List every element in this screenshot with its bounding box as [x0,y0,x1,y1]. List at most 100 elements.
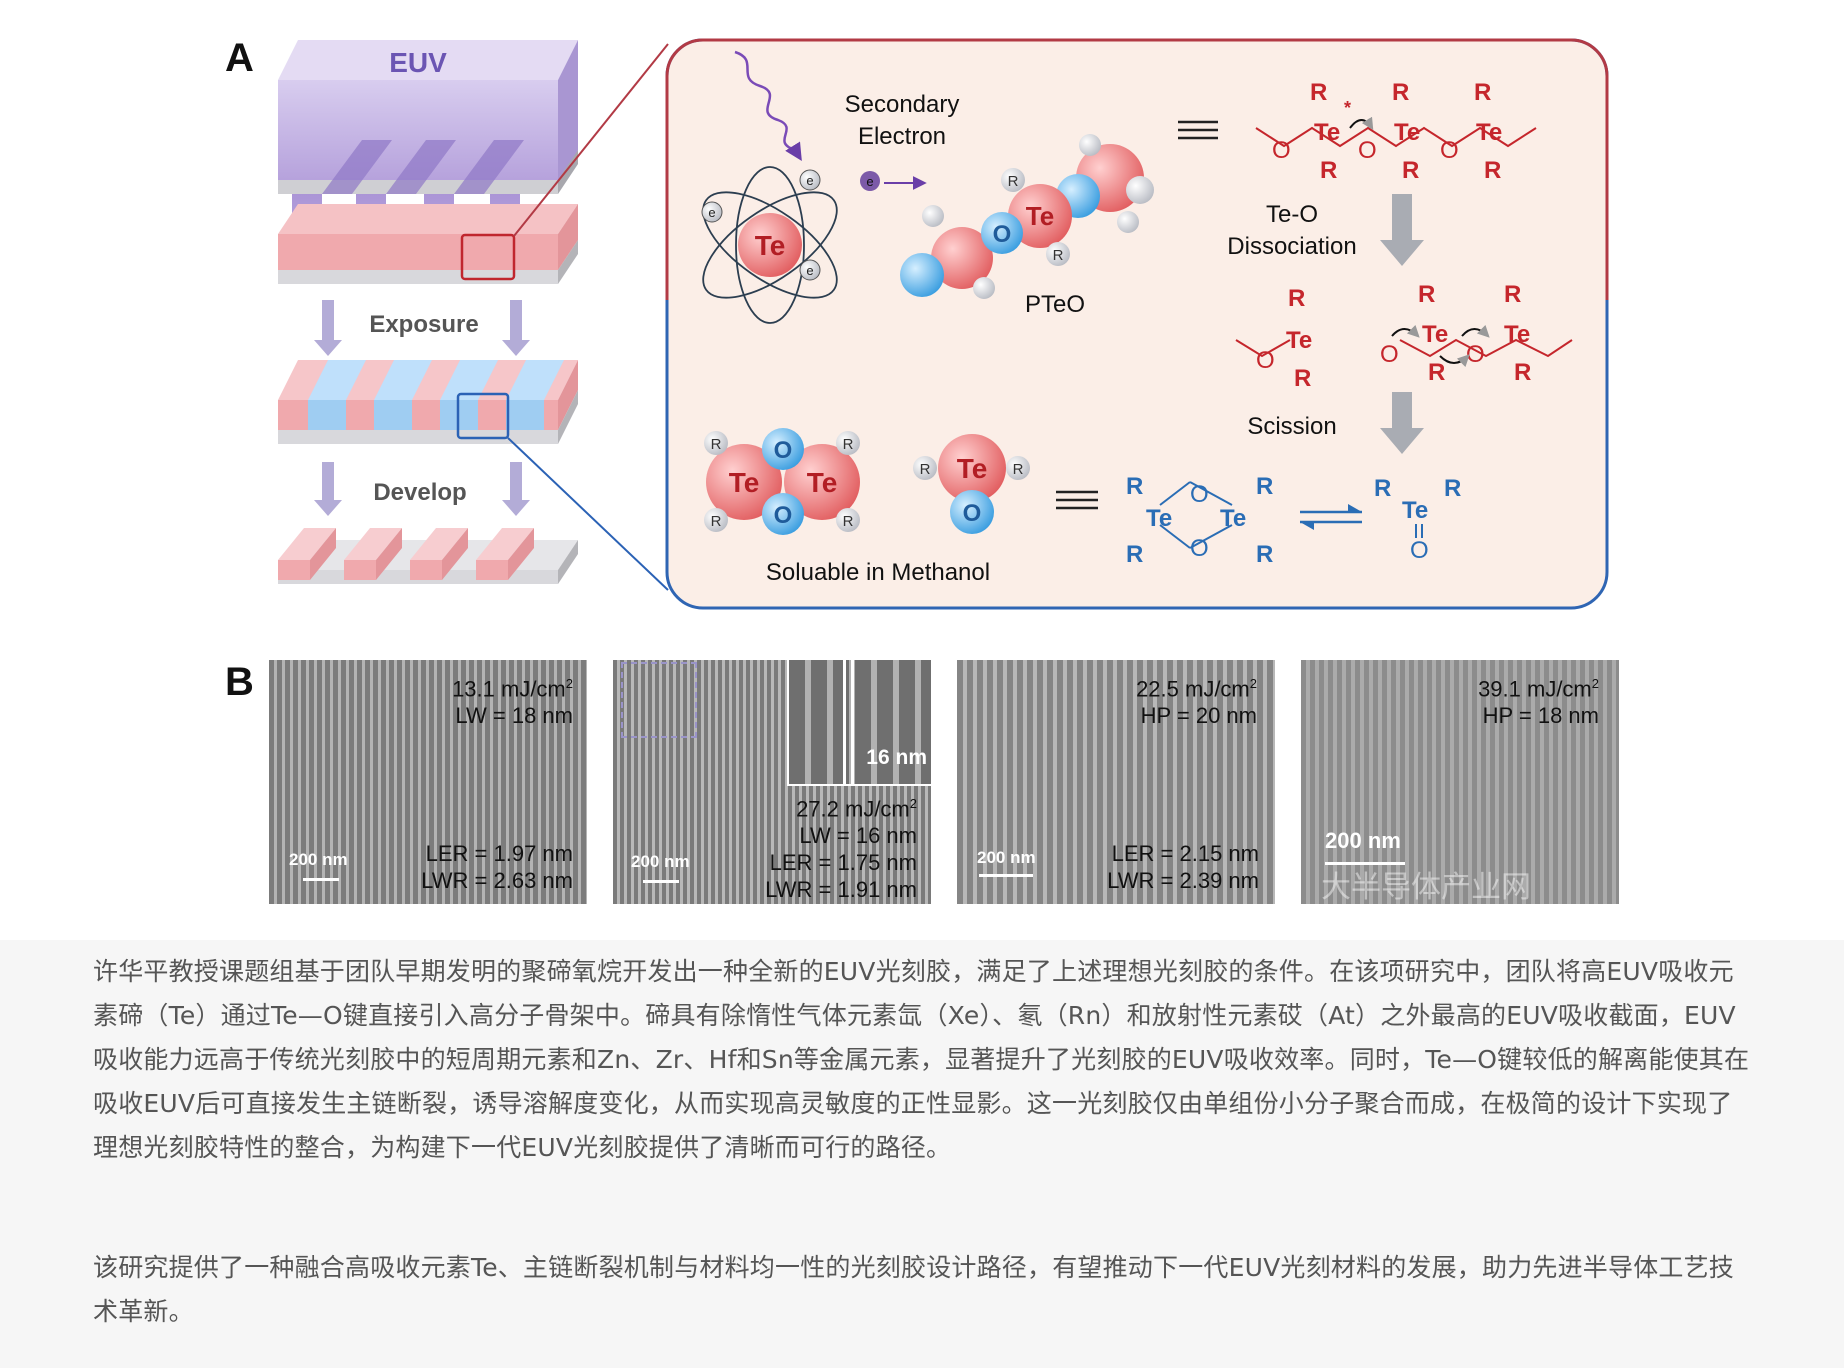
monomer-model: Te O R R [913,434,1030,534]
lwr-label: LWR = 2.39 nm [1107,868,1259,893]
svg-text:R: R [1294,365,1311,392]
svg-text:Te: Te [1394,119,1420,146]
exposed-layer [278,360,578,444]
euv-label: EUV [389,47,447,78]
ler-label: LER = 1.97 nm [425,841,573,866]
svg-text:R: R [1310,79,1327,106]
sem-image-1: 13.1 mJ/cm2 LW = 18 nm LER = 1.97 nm LWR… [269,660,587,904]
secondary-electron-label: Secondary [845,91,960,118]
dose-label: 22.5 mJ/cm2 [1136,676,1257,702]
sem-image-3: 22.5 mJ/cm2 HP = 20 nm LER = 2.15 nm LWR… [957,660,1275,904]
svg-text:e: e [708,205,715,220]
svg-text:Te: Te [807,467,838,498]
svg-text:R: R [1428,359,1445,386]
zoom-region-box [621,662,697,738]
cyclic-dimer-structure: Te Te O O R R R R [1126,473,1273,568]
svg-text:Te: Te [1422,321,1448,348]
inset-label: 16 nm [866,746,927,769]
svg-text:Dissociation: Dissociation [1227,233,1356,260]
zoom-inset: 16 nm [787,660,931,786]
resist-layer-1 [278,204,578,284]
svg-text:R: R [1320,157,1337,184]
scission-label: Scission [1247,413,1336,440]
scale-label: 200 nm [631,852,690,871]
pteo-label: PTeO [1025,291,1085,318]
ler-label: LER = 1.75 nm [769,850,917,876]
exposure-label: Exposure [369,311,478,338]
svg-text:Te: Te [1314,119,1340,146]
pteo-molecule: O Te R R [900,134,1154,299]
scale-bar [643,880,679,883]
dose-label: 39.1 mJ/cm2 [1478,676,1599,702]
svg-text:Te: Te [1286,327,1312,354]
svg-text:Te: Te [957,453,988,484]
svg-text:R: R [1514,359,1531,386]
svg-text:Te: Te [1476,119,1502,146]
svg-text:R: R [1444,475,1461,502]
svg-text:R: R [711,436,722,453]
sem-image-2: 16 nm 27.2 mJ/cm2 LW = 16 nm LER = 1.75 … [613,660,931,904]
svg-text:R: R [1418,281,1435,308]
svg-text:R: R [1256,473,1273,500]
scale-label: 200 nm [977,848,1036,867]
svg-text:O: O [1380,341,1399,368]
svg-text:Te: Te [1504,321,1530,348]
svg-text:O: O [1410,537,1429,564]
hp-label: HP = 20 nm [1140,703,1257,729]
svg-text:R: R [711,513,722,530]
svg-text:e: e [806,263,813,278]
svg-text:O: O [774,437,793,464]
figure-area: A B [225,36,1619,904]
svg-text:R: R [1053,247,1064,264]
develop-label: Develop [373,479,466,506]
svg-text:Electron: Electron [858,123,946,150]
mechanism-inset [665,38,1609,610]
panel-a-diagram: EUV Exposure [278,38,1609,610]
monomer-structure: R R Te O [1374,475,1461,564]
svg-text:Te: Te [1220,505,1246,532]
te-atom-orbit: Te e e e [701,166,838,324]
svg-text:R: R [843,513,854,530]
svg-text:Te: Te [1402,497,1428,524]
svg-text:O: O [1190,535,1209,562]
sem-image-4: 39.1 mJ/cm2 HP = 18 nm 200 nm 大半导体产业网 [1301,660,1619,904]
lwr-label: LWR = 2.63 nm [421,868,573,893]
svg-text:R: R [1484,157,1501,184]
panel-a-letter: A [225,36,254,80]
svg-text:Te: Te [1026,201,1054,231]
svg-text:R: R [843,436,854,453]
svg-text:O: O [1190,481,1209,508]
lw-label: LW = 18 nm [455,703,573,729]
svg-text:R: R [1474,79,1491,106]
svg-text:R: R [1126,541,1143,568]
scission-fragments: O Te R R O Te O Te R R R R [1235,281,1573,392]
svg-text:O: O [1466,341,1485,368]
hp-label: HP = 18 nm [1482,703,1599,729]
svg-text:e: e [806,173,813,188]
svg-text:R: R [1256,541,1273,568]
svg-text:O: O [1440,137,1459,164]
svg-text:R: R [1126,473,1143,500]
svg-text:R: R [1374,475,1391,502]
svg-text:Te: Te [729,467,760,498]
svg-text:e: e [866,174,873,189]
svg-text:Te: Te [1146,505,1172,532]
te-o-dissociation-label: Te-O [1266,201,1318,228]
svg-text:*: * [1344,98,1351,118]
polymer-chain: O Te O Te O Te R R R R R R * [1255,79,1537,184]
svg-text:Te: Te [755,230,786,261]
watermark: 大半导体产业网 [1321,870,1531,904]
panel-b-letter: B [225,660,254,704]
cyclic-dimer-model: Te Te O O R R R R [704,428,860,535]
dose-label: 13.1 mJ/cm2 [452,676,573,702]
svg-text:O: O [1358,137,1377,164]
lw-label: LW = 16 nm [799,823,917,849]
svg-text:O: O [993,221,1012,248]
developed-layer [278,528,578,584]
dose-label: 27.2 mJ/cm2 [796,796,917,822]
svg-text:O: O [963,500,982,527]
svg-text:O: O [1256,347,1275,374]
svg-text:R: R [1402,157,1419,184]
svg-text:R: R [1288,285,1305,312]
svg-text:O: O [774,502,793,529]
